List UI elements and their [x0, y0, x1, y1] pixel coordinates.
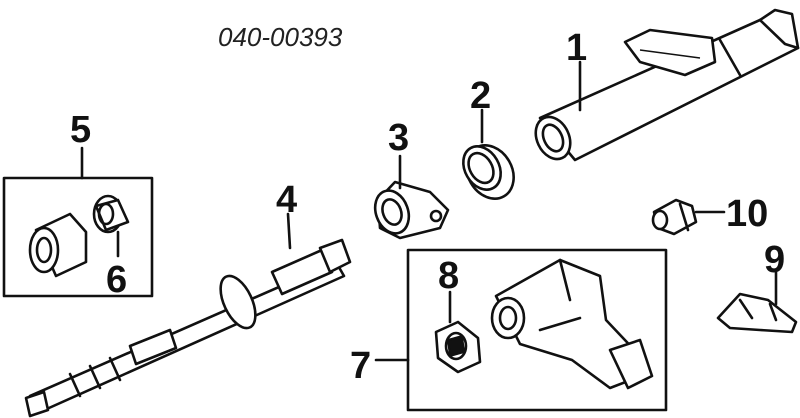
- part-7-kit-box: [406, 248, 668, 412]
- part-9-bracket: [716, 292, 798, 334]
- callout-7: 7: [350, 345, 371, 387]
- callout-8: 8: [438, 255, 459, 297]
- part-2-bearing: [462, 144, 515, 200]
- callout-2: 2: [470, 75, 491, 117]
- part-4-steering-shaft: [24, 238, 352, 418]
- part-8-ignition-switch: [434, 320, 482, 374]
- part-5-bushing: [28, 212, 88, 278]
- part-1-column-tube: [534, 8, 800, 162]
- callout-4: 4: [276, 179, 297, 221]
- leader-line-4: [286, 212, 292, 250]
- part-10-sensor: [651, 198, 698, 236]
- callout-6: 6: [106, 259, 127, 301]
- part-number-label: 040-00393: [218, 22, 343, 52]
- part-6-sleeve: [92, 194, 130, 234]
- callout-1: 1: [566, 27, 587, 69]
- callout-5: 5: [70, 109, 91, 151]
- part-7-lock-housing: [490, 258, 654, 390]
- part-5-kit-box: [2, 176, 154, 298]
- callout-10: 10: [726, 193, 768, 235]
- callout-9: 9: [764, 239, 785, 281]
- callout-3: 3: [388, 117, 409, 159]
- part-3-bushing-bracket: [373, 180, 450, 240]
